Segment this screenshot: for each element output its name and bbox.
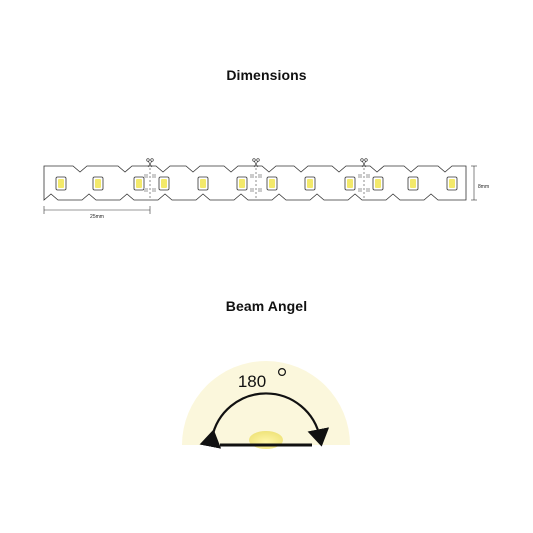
beam-angle-title: Beam Angel bbox=[225, 298, 308, 314]
scissors-icon bbox=[144, 158, 156, 200]
angle-value: 180 bbox=[238, 372, 266, 391]
beam-angle-arc bbox=[199, 392, 330, 449]
led-chip-icon bbox=[236, 176, 248, 191]
degree-icon bbox=[278, 368, 287, 377]
led-chip-icon bbox=[55, 176, 67, 191]
led-chip-icon bbox=[304, 176, 316, 191]
led-strip-diagram: 25mm 8mm bbox=[43, 158, 489, 220]
beam-angle-diagram: 180 bbox=[182, 361, 350, 449]
led-chip-icon bbox=[197, 176, 209, 191]
led-chip-icon bbox=[372, 176, 384, 191]
width-label: 8mm bbox=[478, 184, 489, 190]
scissors-icon bbox=[358, 158, 370, 200]
led-chip-icon bbox=[266, 176, 278, 191]
dimensions-title: Dimensions bbox=[226, 67, 307, 83]
scissors-icon bbox=[250, 158, 262, 200]
led-chip-icon bbox=[133, 176, 145, 191]
led-chip-icon bbox=[344, 176, 356, 191]
led-chip-icon bbox=[407, 176, 419, 191]
length-label: 25mm bbox=[90, 214, 104, 220]
beam-glow bbox=[182, 361, 350, 445]
strip-outline bbox=[43, 165, 467, 201]
led-chip-icon bbox=[446, 176, 458, 191]
led-chip-icon bbox=[158, 176, 170, 191]
led-chip-icon bbox=[92, 176, 104, 191]
